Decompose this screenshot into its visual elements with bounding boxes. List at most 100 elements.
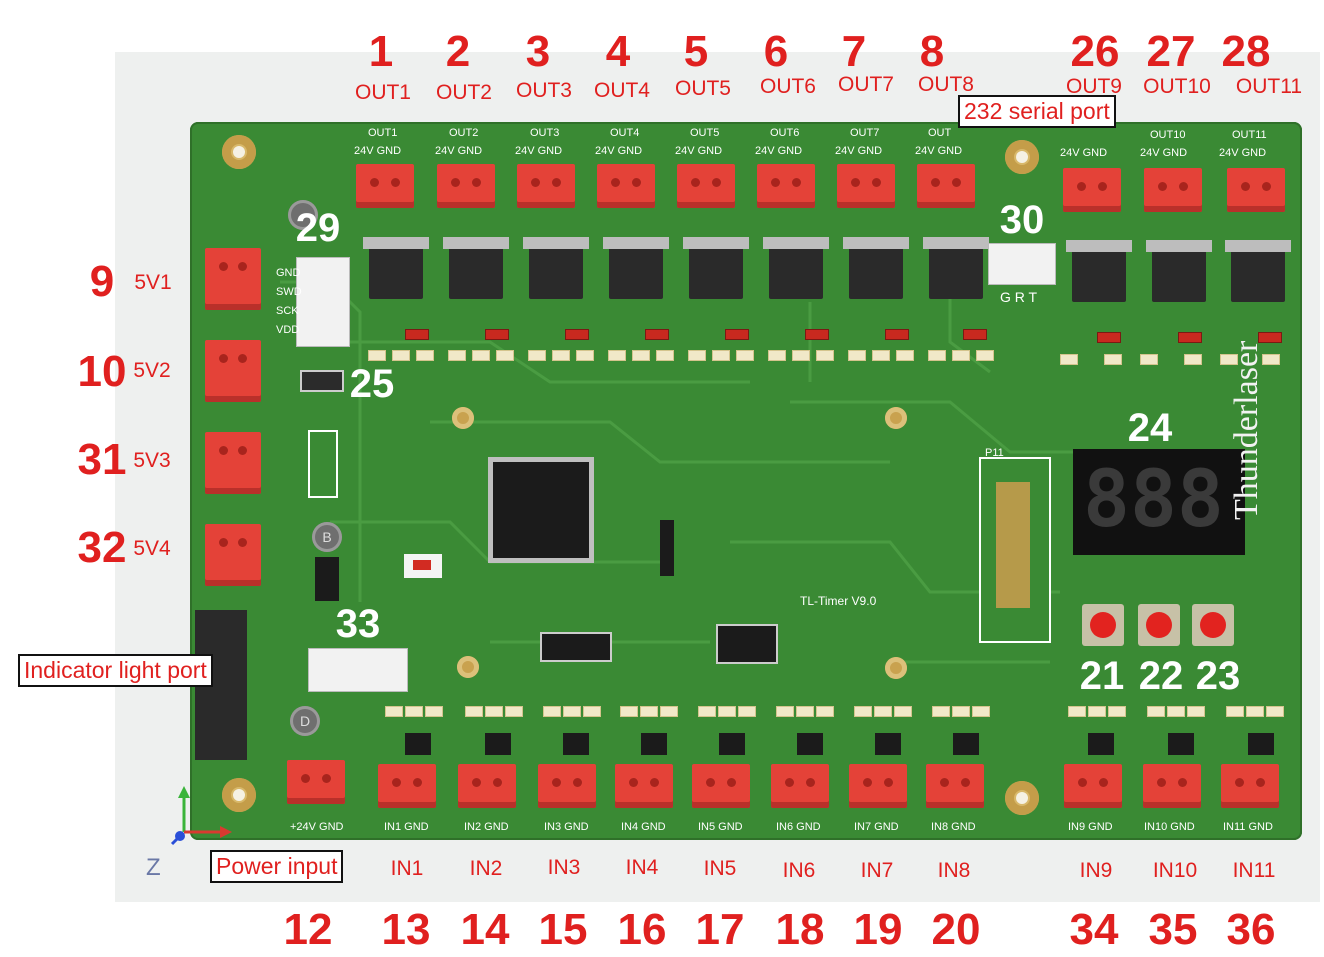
seven-segment-display: 888 bbox=[1073, 449, 1245, 555]
label-in8: IN8 bbox=[937, 859, 971, 882]
silk-pins: 24V GND bbox=[1219, 147, 1267, 159]
label-in2: IN2 bbox=[469, 857, 503, 880]
swd-pin-label: VDD bbox=[276, 324, 300, 336]
smd-part bbox=[392, 350, 410, 361]
silk-pins: 24V GND bbox=[755, 145, 803, 157]
smd-part bbox=[505, 706, 523, 717]
mcu-chip bbox=[493, 462, 589, 558]
silk-out7: OUT7 bbox=[850, 127, 880, 139]
connector-in11 bbox=[1221, 764, 1279, 808]
label-in9: IN9 bbox=[1079, 859, 1113, 882]
silk-out4: OUT4 bbox=[610, 127, 640, 139]
smd-part bbox=[874, 706, 892, 717]
mosfet bbox=[683, 237, 749, 299]
silk-pins: 24V GND bbox=[1140, 147, 1188, 159]
optocoupler bbox=[1168, 733, 1194, 755]
label-in11: IN11 bbox=[1232, 859, 1276, 882]
smd-part bbox=[563, 706, 581, 717]
diode bbox=[725, 329, 749, 340]
smd-part bbox=[972, 706, 990, 717]
indicator-header bbox=[308, 648, 408, 692]
smd-part bbox=[448, 350, 466, 361]
smd-part bbox=[768, 350, 786, 361]
optocoupler bbox=[1248, 733, 1274, 755]
board-name-silk: TL-Timer V9.0 bbox=[800, 594, 877, 608]
smd-part bbox=[1266, 706, 1284, 717]
marker-28: 28 bbox=[1221, 27, 1271, 76]
silk-in2: IN2 GND bbox=[464, 821, 509, 833]
crystal-mark bbox=[413, 560, 431, 570]
marker-1: 1 bbox=[368, 27, 394, 76]
connector-5v2 bbox=[205, 340, 261, 402]
smd-part bbox=[712, 350, 730, 361]
silk-in11: IN11 GND bbox=[1223, 821, 1273, 833]
silk-in8: IN8 GND bbox=[931, 821, 976, 833]
silk-in4: IN4 GND bbox=[621, 821, 666, 833]
silk-out8: OUT bbox=[928, 127, 952, 139]
smd-part bbox=[543, 706, 561, 717]
marker-2: 2 bbox=[445, 27, 471, 76]
connector-out8 bbox=[917, 164, 975, 208]
ic-soic bbox=[540, 632, 612, 662]
silk-in5: IN5 GND bbox=[698, 821, 743, 833]
diode bbox=[885, 329, 909, 340]
smd-part bbox=[854, 706, 872, 717]
mounting-hole-bottom-left bbox=[222, 778, 256, 812]
smd-part bbox=[640, 706, 658, 717]
diode bbox=[485, 329, 509, 340]
p11-label: P11 bbox=[985, 447, 1004, 459]
silk-pins: 24V GND bbox=[675, 145, 723, 157]
smd-part bbox=[1226, 706, 1244, 717]
connector-power bbox=[287, 760, 345, 804]
silk-out3: OUT3 bbox=[530, 127, 560, 139]
button-21[interactable] bbox=[1082, 604, 1124, 646]
connector-5v4 bbox=[205, 524, 261, 586]
smd-part bbox=[872, 350, 890, 361]
mosfet bbox=[523, 237, 589, 299]
smd-part bbox=[736, 350, 754, 361]
marker-18: 18 bbox=[775, 905, 825, 954]
via-hole bbox=[885, 407, 907, 429]
label-in7: IN7 bbox=[860, 859, 894, 882]
marker-26: 26 bbox=[1070, 27, 1120, 76]
silk-in7: IN7 GND bbox=[854, 821, 899, 833]
smd-part bbox=[656, 350, 674, 361]
smd-part bbox=[608, 350, 626, 361]
silk-in3: IN3 GND bbox=[544, 821, 589, 833]
diode bbox=[805, 329, 829, 340]
optocoupler bbox=[641, 733, 667, 755]
label-out4: OUT4 bbox=[593, 79, 650, 102]
smd-part bbox=[416, 350, 434, 361]
smd-part bbox=[1140, 354, 1158, 365]
marker-16: 16 bbox=[617, 905, 667, 954]
optocoupler bbox=[1088, 733, 1114, 755]
marker-36: 36 bbox=[1226, 905, 1276, 954]
smd-part bbox=[620, 706, 638, 717]
smd-part bbox=[1167, 706, 1185, 717]
axis-gizmo bbox=[170, 786, 232, 846]
mounting-hole-bottom-mid bbox=[1005, 781, 1039, 815]
smd-part bbox=[425, 706, 443, 717]
smd-part bbox=[976, 350, 994, 361]
smd-part bbox=[1220, 354, 1238, 365]
label-in4: IN4 bbox=[625, 856, 659, 879]
connector-out2 bbox=[437, 164, 495, 208]
label-out9: OUT9 bbox=[1065, 75, 1122, 98]
mosfet bbox=[1066, 240, 1132, 302]
slide-switch bbox=[300, 370, 344, 392]
connector-in6 bbox=[771, 764, 829, 808]
smd-part bbox=[688, 350, 706, 361]
silk-pins: 24V GND bbox=[915, 145, 963, 157]
diode bbox=[1178, 332, 1202, 343]
button-22[interactable] bbox=[1138, 604, 1180, 646]
marker-34: 34 bbox=[1069, 905, 1119, 954]
diode bbox=[565, 329, 589, 340]
swd-pin-label: SWD bbox=[276, 286, 302, 298]
silk-pins: 24V GND bbox=[354, 145, 402, 157]
smd-part bbox=[660, 706, 678, 717]
via-hole bbox=[452, 407, 474, 429]
button-23[interactable] bbox=[1192, 604, 1234, 646]
smd-part bbox=[368, 350, 386, 361]
label-5v3: 5V3 bbox=[133, 449, 171, 472]
connector-out6 bbox=[757, 164, 815, 208]
